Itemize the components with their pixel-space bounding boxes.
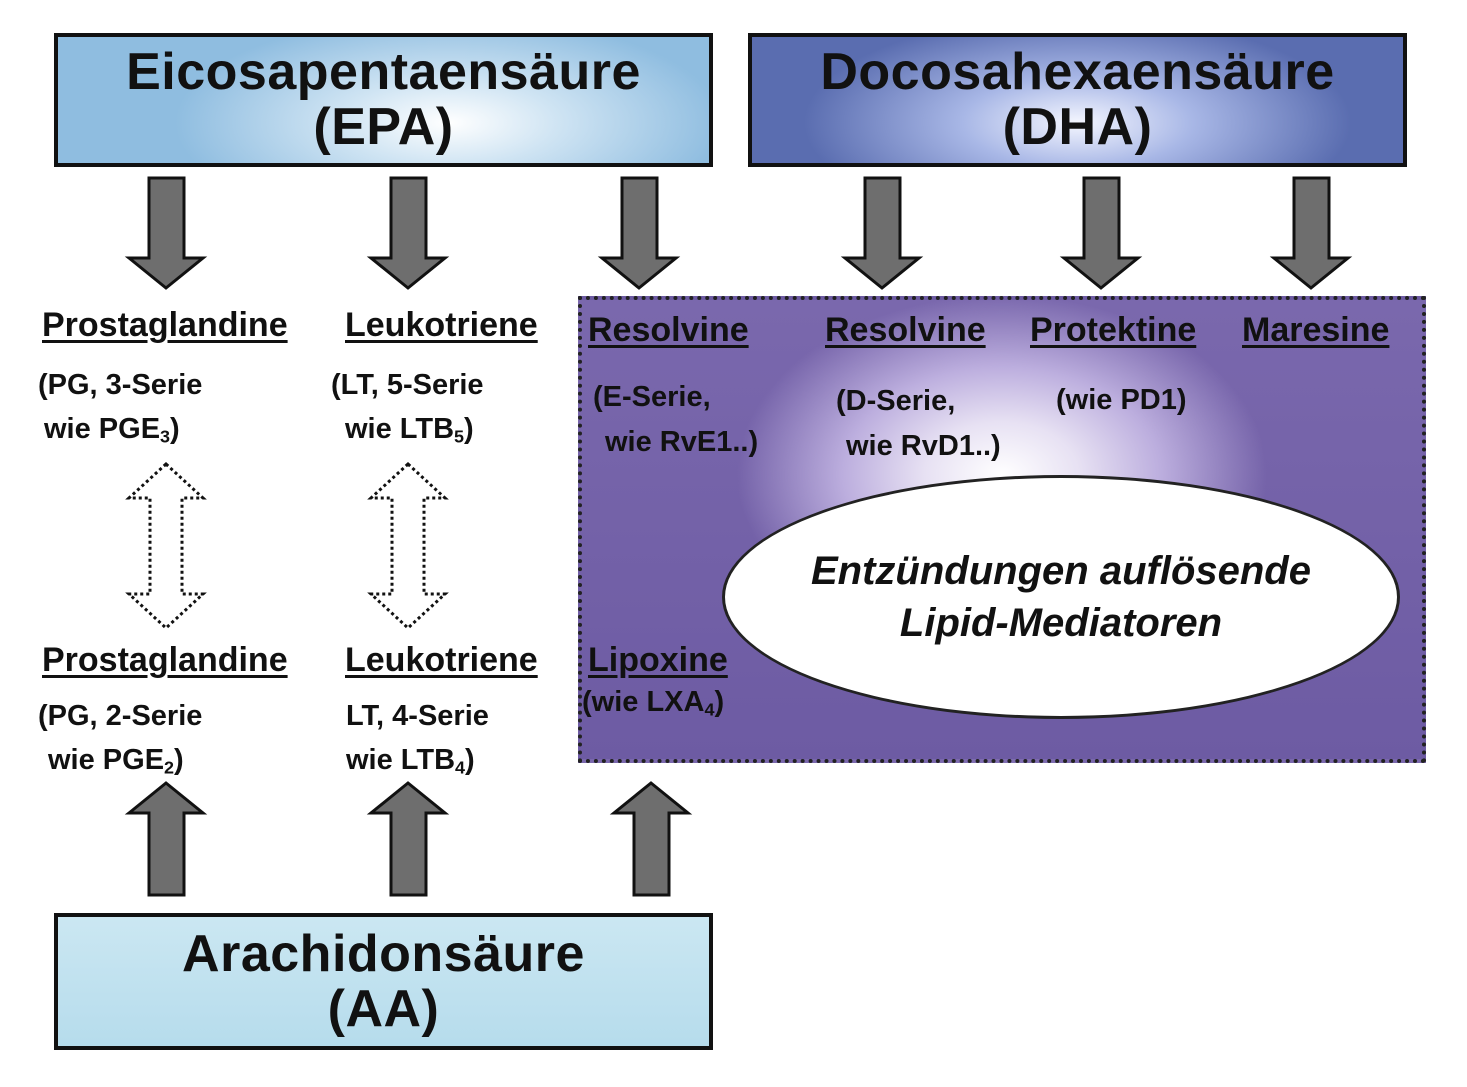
resolvine-d-line-1: (D-Serie, (836, 385, 956, 417)
epa-prostaglandine-line-1: (PG, 3-Serie (38, 369, 203, 401)
lipoxine-title: Lipoxine (588, 641, 728, 679)
aa-prostaglandine-series: (PG, 2-Serie wie PGE2) (38, 695, 202, 782)
resolvine-e-series: (E-Serie, wie RvE1..) (593, 375, 758, 465)
lipoxine-lxa-text: (wie LXA (582, 686, 705, 718)
aa-leukotriene-line-1: LT, 4-Serie (346, 700, 489, 732)
epa-prostaglandine-title: Prostaglandine (42, 306, 288, 344)
aa-prostaglandine-line-2: wie PGE2) (38, 739, 202, 783)
dha-abbrev: (DHA) (1002, 98, 1153, 156)
epa-leukotriene-line-1: (LT, 5-Serie (331, 369, 484, 401)
aa-ltb-close: ) (465, 743, 475, 776)
down-arrow-epa-prostaglandine (124, 176, 208, 290)
aa-pge-text: wie PGE (48, 743, 165, 776)
aa-box: Arachidonsäure (AA) (54, 913, 713, 1050)
down-arrow-epa-resolvine (597, 176, 681, 290)
resolvine-d-series: (D-Serie, wie RvD1..) (836, 379, 1001, 469)
epa-prostaglandine-series: (PG, 3-Serie wie PGE3) (38, 364, 202, 451)
down-arrow-dha-resolvine (840, 176, 924, 290)
resolvine-d-line-2: wie RvD1..) (846, 429, 1001, 462)
aa-prostaglandine-title: Prostaglandine (42, 641, 288, 679)
resolvine-e-line-1: (E-Serie, (593, 381, 711, 413)
epa-abbrev: (EPA) (313, 98, 454, 156)
epa-pge-close: ) (170, 412, 180, 445)
aa-leukotriene-series: LT, 4-Serie wie LTB4) (346, 695, 489, 782)
epa-ltb-subscript: 5 (454, 425, 465, 446)
up-arrow-aa-leukotriene (366, 781, 450, 897)
epa-name: Eicosapentaensäure (126, 43, 641, 102)
down-arrow-dha-maresine (1269, 176, 1353, 290)
epa-leukotriene-series: (LT, 5-Serie wie LTB5) (331, 364, 484, 451)
epa-box: Eicosapentaensäure (EPA) (54, 33, 713, 167)
down-arrow-epa-leukotriene (366, 176, 450, 290)
double-arrow-leukotriene (367, 461, 449, 631)
down-arrow-dha-protektine (1059, 176, 1143, 290)
lipoxine-lxa-subscript: 4 (704, 699, 715, 720)
aa-pge-subscript: 2 (164, 756, 175, 777)
ellipse-line-1: Entzündungen auflösende (811, 549, 1311, 593)
double-arrow-prostaglandine (125, 461, 207, 631)
lipoxine-lxa-close: ) (714, 686, 725, 718)
epa-leukotriene-title: Leukotriene (345, 306, 538, 344)
aa-prostaglandine-line-1: (PG, 2-Serie (38, 700, 203, 732)
epa-ltb-text: wie LTB (345, 412, 455, 445)
ellipse-line-2: Lipid-Mediatoren (899, 601, 1223, 645)
aa-ltb-subscript: 4 (455, 756, 466, 777)
resolvine-e-line-2: wie RvE1..) (605, 425, 759, 458)
dha-box: Docosahexaensäure (DHA) (748, 33, 1407, 167)
protektine-title: Protektine (1030, 311, 1197, 349)
aa-pge-close: ) (174, 743, 184, 776)
aa-ltb-text: wie LTB (346, 743, 456, 776)
aa-name: Arachidonsäure (182, 924, 585, 983)
resolving-mediators-ellipse: Entzündungen auflösende Lipid-Mediatoren (722, 475, 1400, 719)
resolvine-d-title: Resolvine (825, 311, 986, 349)
epa-leukotriene-line-2: wie LTB5) (331, 408, 484, 452)
lipoxine-example: (wie LXA4) (582, 681, 724, 725)
dha-name: Docosahexaensäure (820, 43, 1335, 102)
up-arrow-aa-prostaglandine (124, 781, 208, 897)
epa-pge-text: wie PGE (44, 412, 161, 445)
maresine-title: Maresine (1242, 311, 1390, 349)
resolvine-e-title: Resolvine (588, 311, 749, 349)
epa-ltb-close: ) (464, 412, 474, 445)
epa-prostaglandine-line-2: wie PGE3) (38, 408, 202, 452)
epa-pge-subscript: 3 (160, 425, 171, 446)
aa-leukotriene-line-2: wie LTB4) (346, 739, 489, 783)
aa-leukotriene-title: Leukotriene (345, 641, 538, 679)
up-arrow-aa-lipoxine (609, 781, 693, 897)
aa-abbrev: (AA) (327, 979, 440, 1038)
protektine-example: (wie PD1) (1056, 384, 1187, 416)
